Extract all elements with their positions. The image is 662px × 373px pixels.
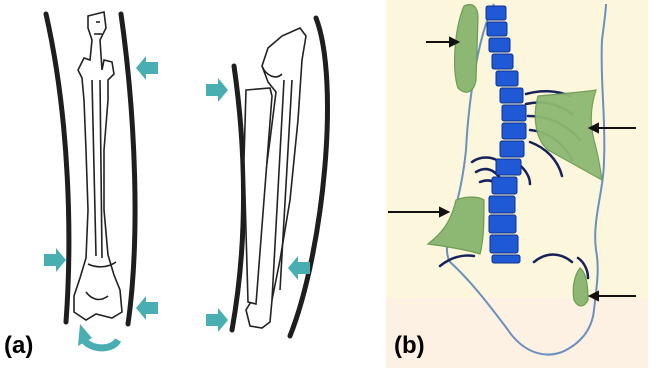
vertebra xyxy=(496,71,518,86)
splint-right-outer xyxy=(232,66,244,330)
arrow-right-bottom-left xyxy=(206,308,228,332)
vertebra xyxy=(496,159,521,175)
vertebra xyxy=(486,6,506,20)
vertebra xyxy=(489,196,515,213)
splint-left-inner xyxy=(121,14,135,324)
arrow-left-lower-left xyxy=(44,248,66,272)
vertebra xyxy=(490,235,518,253)
vertebra xyxy=(492,177,517,194)
arrow-right-upper-left xyxy=(206,78,228,102)
vertebra xyxy=(502,105,526,121)
panel-b-label: (b) xyxy=(394,334,425,358)
arrow-left-upper-right xyxy=(136,56,158,80)
panel-a xyxy=(44,12,327,348)
vertebra xyxy=(500,88,523,103)
straight-bone xyxy=(74,12,122,320)
splint-left-outer xyxy=(46,14,69,322)
vertebra xyxy=(489,38,510,52)
vertebra xyxy=(500,141,524,157)
panel-b-lower-background xyxy=(386,298,648,368)
vertebra xyxy=(489,215,516,233)
curved-bone xyxy=(244,28,306,328)
arrow-left-bottom-right xyxy=(136,296,158,320)
vertebra xyxy=(492,54,513,69)
panel-b xyxy=(386,0,648,368)
panel-a-label: (a) xyxy=(4,334,33,358)
vertebra xyxy=(487,22,507,36)
vertebra xyxy=(502,123,526,139)
vertebra xyxy=(492,255,520,263)
